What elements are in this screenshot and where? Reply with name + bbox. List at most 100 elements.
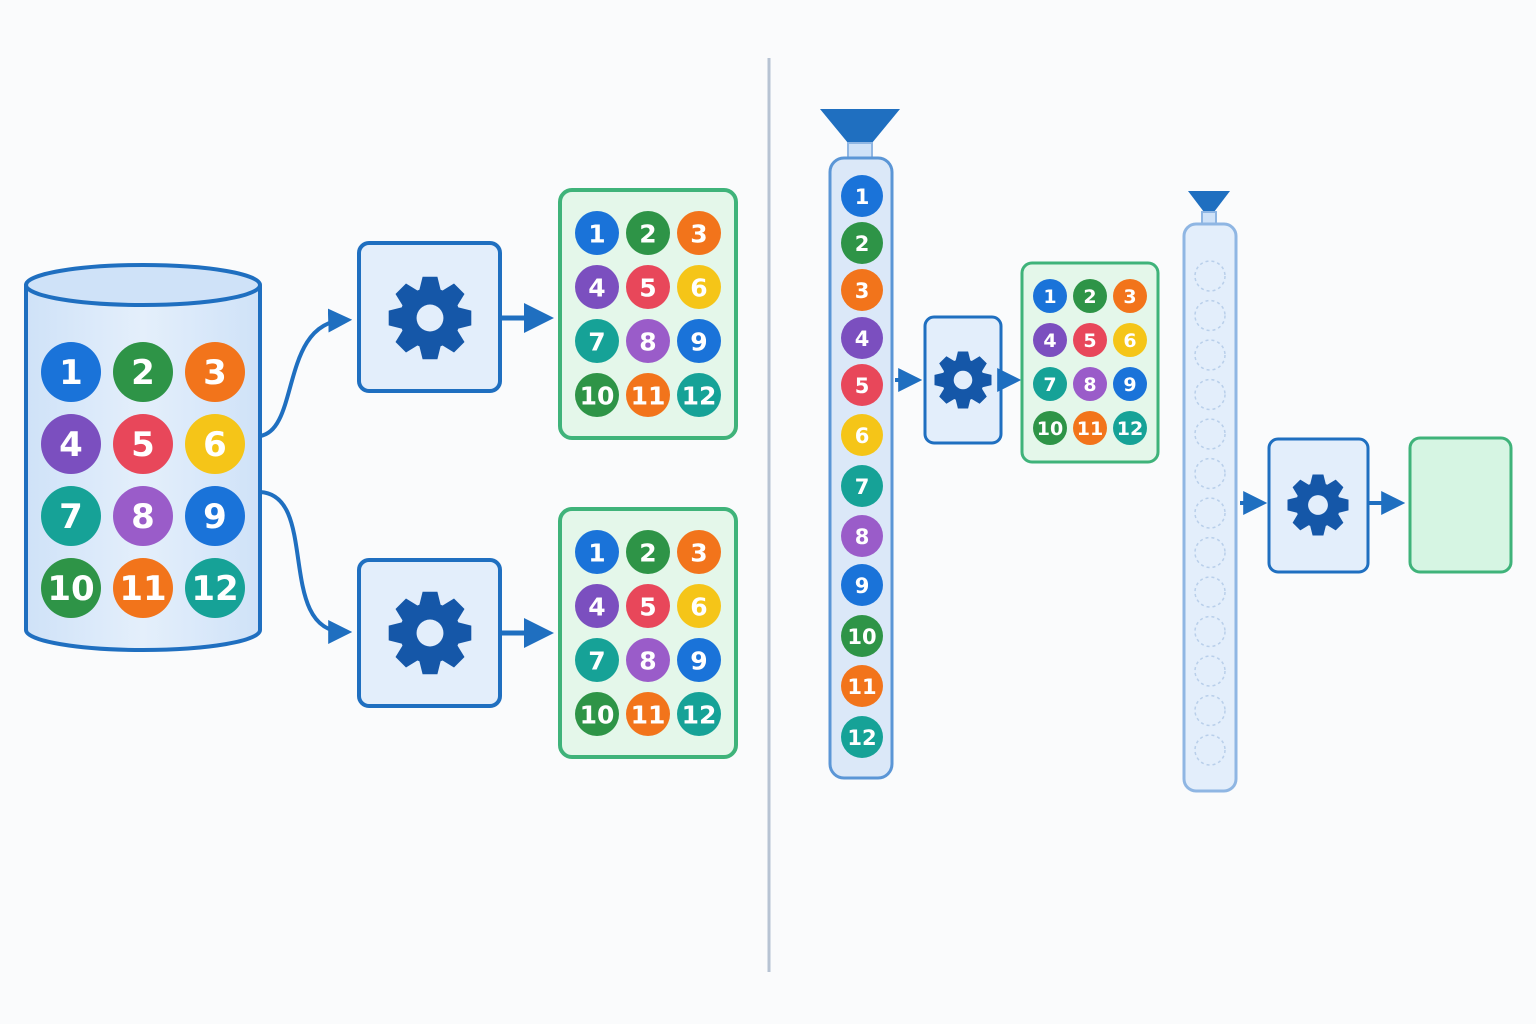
empty-slot	[1194, 576, 1226, 608]
ball-label: 2	[855, 232, 870, 256]
ball-11: 11	[113, 558, 173, 618]
ball-label: 3	[855, 279, 870, 303]
empty-slot	[1194, 299, 1226, 332]
ball-6: 6	[1113, 323, 1147, 357]
ball-circle	[185, 486, 245, 546]
ball-label: 10	[47, 569, 94, 609]
ball-circle	[575, 373, 619, 417]
ball-label: 12	[682, 701, 717, 730]
ball-circle	[1073, 367, 1107, 401]
ball-circle	[113, 558, 173, 618]
ball-label: 10	[580, 701, 615, 730]
ball-circle	[841, 317, 883, 359]
processor-stream	[923, 315, 1003, 445]
ball-12: 12	[1113, 411, 1147, 445]
ball-label: 3	[203, 353, 227, 393]
ball-circle	[677, 692, 721, 736]
ball-circle	[575, 584, 619, 628]
ball-circle	[841, 665, 883, 707]
ball-circle	[626, 319, 670, 363]
empty-slot	[1194, 536, 1226, 569]
ball-9: 9	[841, 564, 883, 606]
ball-4: 4	[575, 584, 619, 628]
ball-8: 8	[841, 515, 883, 557]
ball-label: 8	[1083, 374, 1096, 396]
ball-circle	[626, 373, 670, 417]
ball-12: 12	[677, 692, 721, 736]
ball-6: 6	[677, 584, 721, 628]
empty-slot	[1194, 418, 1226, 450]
ball-label: 1	[588, 220, 605, 249]
empty-slot	[1194, 734, 1226, 766]
gear-hole	[1308, 495, 1328, 515]
ball-2: 2	[626, 211, 670, 255]
ball-circle	[626, 638, 670, 682]
empty-slot	[1194, 497, 1226, 529]
ball-1: 1	[575, 211, 619, 255]
ball-circle	[626, 584, 670, 628]
ball-circle	[841, 269, 883, 311]
ball-7: 7	[575, 638, 619, 682]
ball-circle	[841, 364, 883, 406]
ball-circle	[113, 414, 173, 474]
ball-label: 7	[588, 647, 605, 676]
ball-circle	[575, 692, 619, 736]
empty-slot	[1194, 615, 1226, 648]
ball-5: 5	[1073, 323, 1107, 357]
ball-label: 4	[588, 274, 605, 303]
ball-label: 4	[588, 593, 605, 622]
ball-2: 2	[841, 222, 883, 264]
ball-label: 1	[588, 539, 605, 568]
gear-hole	[953, 370, 973, 390]
ball-label: 3	[690, 539, 707, 568]
ball-label: 6	[855, 424, 870, 448]
ball-10: 10	[575, 373, 619, 417]
ball-circle	[677, 373, 721, 417]
ball-label: 10	[580, 382, 615, 411]
ball-label: 9	[855, 574, 870, 598]
ball-label: 9	[203, 497, 227, 537]
ball-8: 8	[626, 319, 670, 363]
ball-circle	[185, 414, 245, 474]
gear-hole	[416, 304, 444, 332]
ball-label: 1	[59, 353, 83, 393]
ball-2: 2	[626, 530, 670, 574]
ball-label: 9	[1123, 374, 1136, 396]
ball-circle	[41, 486, 101, 546]
ball-label: 8	[639, 328, 656, 357]
ball-2: 2	[113, 342, 173, 402]
ball-circle	[575, 265, 619, 309]
empty-slot	[1194, 457, 1226, 490]
ball-circle	[841, 716, 883, 758]
ball-label: 4	[59, 425, 83, 465]
ball-4: 4	[41, 414, 101, 474]
ball-12: 12	[677, 373, 721, 417]
ball-1: 1	[1033, 279, 1067, 313]
ball-5: 5	[113, 414, 173, 474]
ball-label: 1	[1043, 286, 1056, 308]
ball-label: 9	[690, 647, 707, 676]
ball-circle	[841, 465, 883, 507]
ball-8: 8	[1073, 367, 1107, 401]
ball-9: 9	[185, 486, 245, 546]
ball-label: 11	[631, 701, 666, 730]
ball-label: 7	[855, 475, 870, 499]
ball-label: 5	[131, 425, 155, 465]
ball-label: 4	[855, 327, 870, 351]
ball-3: 3	[841, 269, 883, 311]
ball-label: 5	[1083, 330, 1096, 352]
ball-10: 10	[575, 692, 619, 736]
ball-label: 11	[119, 569, 166, 609]
ball-label: 7	[588, 328, 605, 357]
ball-circle	[1113, 411, 1147, 445]
ball-circle	[1113, 367, 1147, 401]
ball-4: 4	[575, 265, 619, 309]
ball-circle	[1073, 411, 1107, 445]
ball-4: 4	[841, 317, 883, 359]
ball-7: 7	[1033, 367, 1067, 401]
ball-label: 7	[59, 497, 83, 537]
ball-label: 5	[855, 374, 870, 398]
ball-circle	[1033, 411, 1067, 445]
ball-label: 2	[639, 220, 656, 249]
